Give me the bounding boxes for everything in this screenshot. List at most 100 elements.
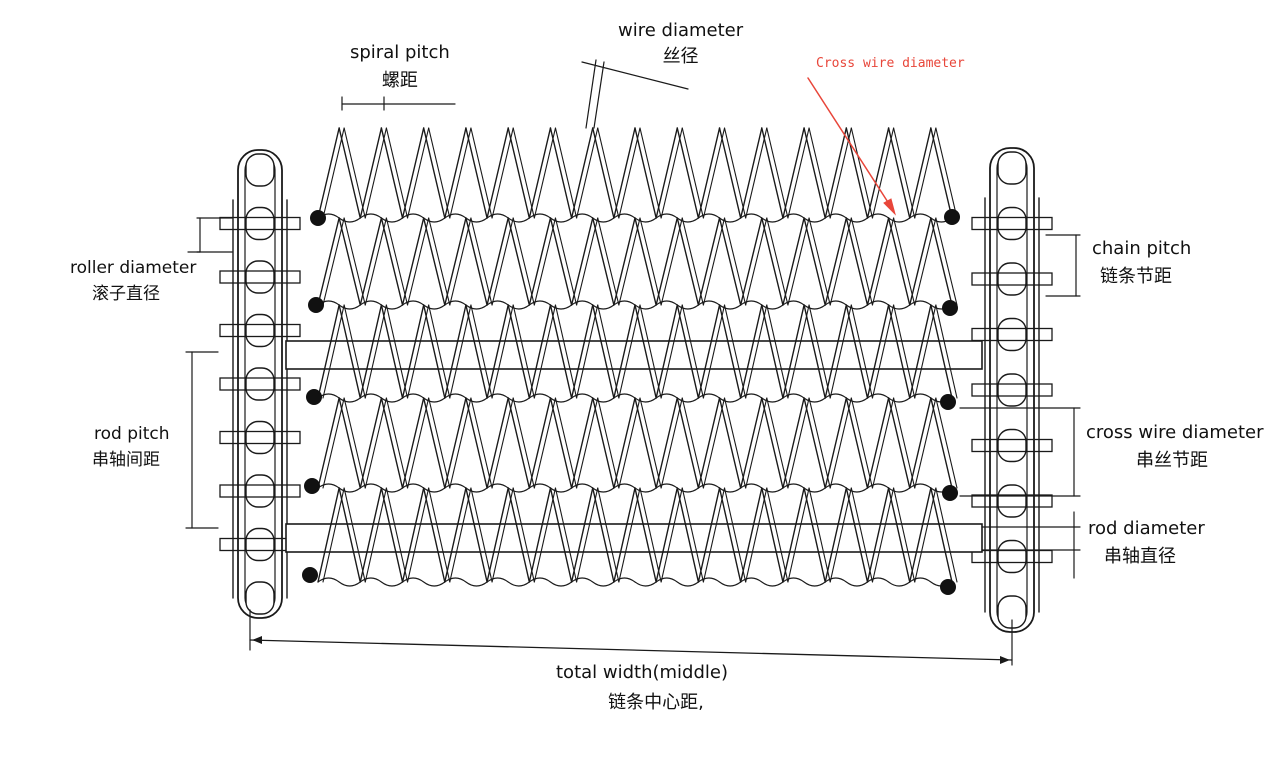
spiral-wire bbox=[681, 304, 704, 399]
total-width-label: total width(middle) 链条中心距, bbox=[556, 662, 728, 713]
spiral-wire bbox=[528, 304, 552, 399]
chain-roller bbox=[997, 428, 1027, 463]
spiral-wire bbox=[486, 217, 509, 306]
spiral-wire bbox=[428, 217, 451, 306]
spiral-wire bbox=[380, 397, 404, 489]
spiral-wire bbox=[465, 304, 488, 399]
spiral-wire bbox=[618, 487, 641, 583]
chain-pin bbox=[219, 270, 301, 284]
spiral-wire bbox=[533, 487, 557, 583]
spiral-wire bbox=[322, 304, 345, 399]
spiral-wire bbox=[359, 217, 383, 306]
spiral-wire bbox=[449, 304, 472, 399]
cross-wire-annotation: Cross wire diameter bbox=[816, 56, 965, 71]
spiral-wire bbox=[359, 397, 383, 489]
spiral-wire bbox=[914, 217, 937, 306]
spiral-wire bbox=[739, 304, 763, 399]
spiral-wire bbox=[549, 397, 573, 489]
spiral-pitch-en: spiral pitch bbox=[350, 42, 450, 63]
spiral-wire bbox=[909, 217, 932, 306]
spiral-wire bbox=[592, 397, 615, 489]
spiral-wire bbox=[444, 127, 467, 219]
cross-wire-loop bbox=[867, 577, 911, 587]
cross-wire-end-dot bbox=[308, 297, 324, 313]
spiral-wire bbox=[618, 397, 641, 489]
spiral-wire bbox=[782, 397, 805, 489]
spiral-wire bbox=[676, 487, 700, 583]
spiral-wire bbox=[634, 397, 657, 489]
spiral-wire bbox=[681, 397, 704, 489]
spiral-wire bbox=[549, 304, 573, 399]
spiral-wire bbox=[322, 397, 345, 489]
spiral-wire bbox=[549, 127, 573, 219]
spiral-wire bbox=[766, 487, 789, 583]
cross-wire-loop bbox=[782, 577, 826, 587]
cross-wire-end-dot bbox=[302, 567, 318, 583]
spiral-wire bbox=[761, 127, 784, 219]
spiral-wire bbox=[766, 127, 789, 219]
spiral-wire bbox=[401, 397, 425, 489]
spiral-wire bbox=[845, 397, 869, 489]
spiral-wire bbox=[914, 397, 937, 489]
cross-wire-end-dot bbox=[940, 579, 956, 595]
spiral-wire bbox=[491, 127, 514, 219]
spiral-wire bbox=[444, 487, 467, 583]
spiral-wire bbox=[761, 217, 784, 306]
spiral-wire bbox=[829, 397, 852, 489]
spiral-wire bbox=[597, 397, 620, 489]
cross-wire-diameter-cn: 串丝节距 bbox=[1136, 449, 1208, 471]
spiral-wire bbox=[639, 487, 662, 583]
spiral-wire bbox=[718, 217, 742, 306]
spiral-wire bbox=[343, 217, 366, 306]
spiral-wire bbox=[723, 127, 747, 219]
spiral-wire bbox=[613, 487, 636, 583]
spiral-wire bbox=[528, 127, 552, 219]
spiral-wire bbox=[935, 127, 958, 219]
cross-wire-loop bbox=[529, 577, 572, 587]
spiral-wire bbox=[359, 304, 383, 399]
spiral-wire bbox=[317, 304, 340, 399]
spiral-wire bbox=[576, 304, 599, 399]
total-width-dimension bbox=[249, 639, 1013, 661]
chain-pin bbox=[971, 383, 1053, 397]
spiral-wire bbox=[660, 217, 683, 306]
spiral-wire bbox=[893, 127, 916, 219]
spiral-wire bbox=[507, 127, 531, 219]
spiral-wire bbox=[824, 487, 848, 583]
roller-diameter-label: roller diameter 滚子直径 bbox=[70, 258, 196, 305]
spiral-wire bbox=[829, 487, 852, 583]
spiral-wire bbox=[465, 397, 488, 489]
spiral-wire bbox=[887, 397, 911, 489]
chain-roller bbox=[245, 206, 275, 241]
spiral-wire bbox=[576, 487, 599, 583]
spiral-wire bbox=[803, 397, 826, 489]
spiral-wire bbox=[930, 304, 953, 399]
cross-wire-loop bbox=[359, 577, 403, 587]
spiral-wire bbox=[718, 127, 742, 219]
cross-wire-end-dot bbox=[306, 389, 322, 405]
spiral-wire bbox=[909, 487, 932, 583]
chain-roller bbox=[997, 484, 1027, 518]
spiral-wire bbox=[512, 397, 535, 489]
spiral-wire bbox=[634, 127, 657, 219]
spiral-wire bbox=[385, 487, 409, 583]
spiral-wire bbox=[428, 397, 451, 489]
cross-wire-end-dot bbox=[304, 478, 320, 494]
spiral-wire bbox=[866, 304, 890, 399]
chain-pin bbox=[971, 494, 1053, 508]
spiral-wire bbox=[465, 127, 488, 219]
spiral-wire bbox=[338, 304, 361, 399]
left-chain bbox=[219, 149, 301, 619]
spiral-wire bbox=[935, 397, 958, 489]
spiral-wire bbox=[576, 127, 599, 219]
cross-wire-loop bbox=[571, 577, 615, 587]
spiral-wire bbox=[613, 304, 636, 399]
spiral-wire bbox=[449, 487, 472, 583]
spiral-wire bbox=[549, 217, 573, 306]
spiral-wire bbox=[766, 217, 789, 306]
spiral-wire bbox=[380, 304, 404, 399]
spiral-wire bbox=[406, 487, 430, 583]
right-chain bbox=[971, 147, 1053, 633]
chain-pin bbox=[219, 430, 301, 445]
spiral-wire bbox=[766, 304, 789, 399]
